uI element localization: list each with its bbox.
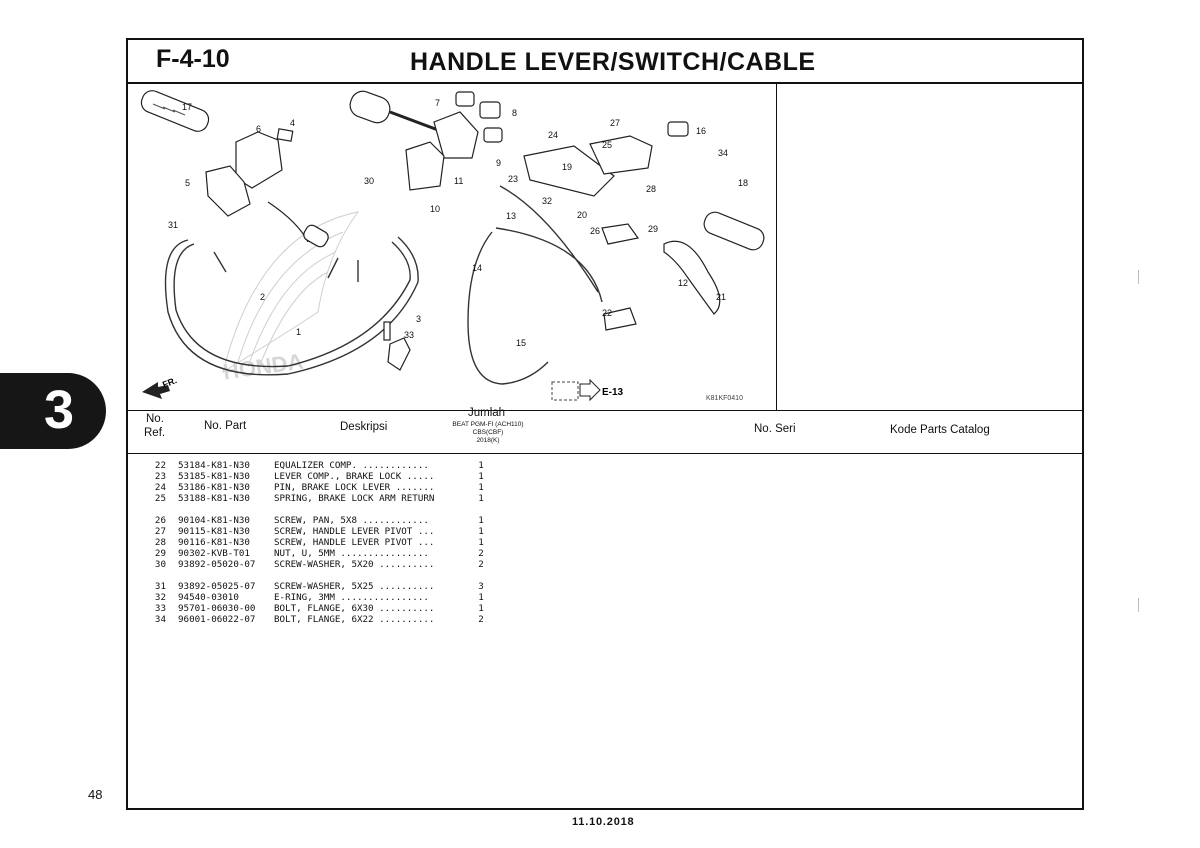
brake-cables-1-2 [164,236,419,376]
callout-10: 10 [430,204,440,214]
callout-22: 22 [602,308,612,318]
figure-code: K81KF0410 [706,395,743,402]
right-lever-assembly [523,121,765,331]
header-ref: Ref. [144,427,166,439]
section-tab: 3 [0,373,106,449]
callout-28: 28 [646,184,656,194]
header-model-1: BEAT PGM-FI (ACH110) [452,421,524,428]
left-switch-housing [205,128,329,248]
callout-15: 15 [516,338,526,348]
page-title: HANDLE LEVER/SWITCH/CABLE [410,48,816,76]
callout-20: 20 [577,210,587,220]
callout-3: 3 [416,314,421,324]
e13-reference: E-13 [551,378,624,402]
catalog-page-frame: F-4-10 HANDLE LEVER/SWITCH/CABLE HONDA [126,38,1084,810]
header-no-part: No. Part [204,420,247,432]
title-bar: F-4-10 HANDLE LEVER/SWITCH/CABLE [128,40,1082,84]
callout-4: 4 [290,118,295,128]
fr-label: FR. [161,375,178,390]
front-direction-arrow: FR. [142,375,178,399]
callout-5: 5 [185,178,190,188]
brake-cables-13-14 [467,185,603,385]
callout-11: 11 [454,176,463,186]
callout-1: 1 [296,327,301,337]
diagram-svg: HONDA [140,90,765,402]
callout-29: 29 [648,224,658,234]
callout-7: 7 [435,98,440,108]
table-header: No. Ref. No. Part Deskripsi Jumlah BEAT … [128,407,1082,454]
right-switch-and-throttle [349,90,503,191]
exploded-parts-diagram: HONDA [128,82,777,410]
callout-31: 31 [168,220,178,230]
callout-18: 18 [738,178,748,188]
page-number: 48 [88,787,103,802]
callout-32: 32 [542,196,552,206]
callout-21: 21 [716,292,726,302]
header-kode-parts-catalog: Kode Parts Catalog [890,424,990,436]
callout-27: 27 [610,118,620,128]
section-code: F-4-10 [156,45,230,73]
left-grip-17 [140,90,210,132]
header-model-2: CBS(CBF) [472,429,504,436]
header-deskripsi: Deskripsi [340,421,388,433]
callout-24: 24 [548,130,558,140]
header-no-seri: No. Seri [754,423,796,435]
header-model-3: 2018(K) [476,437,500,444]
callout-2: 2 [260,292,265,302]
scan-mark [1138,270,1139,284]
callout-labels: 1 2 3 4 5 6 7 8 9 10 11 12 13 14 15 16 1… [168,98,748,348]
header-no: No. [146,413,164,425]
callout-9: 9 [496,158,501,168]
callout-34: 34 [718,148,728,158]
callout-26: 26 [590,226,600,236]
scan-mark [1138,598,1139,612]
callout-30: 30 [364,176,374,186]
cable-bracket-3 [383,321,411,371]
callout-17: 17 [182,102,192,112]
publication-date: 11.10.2018 [572,816,635,828]
callout-23: 23 [508,174,518,184]
callout-6: 6 [256,124,261,134]
header-jumlah: Jumlah [468,407,506,419]
callout-16: 16 [696,126,706,136]
callout-13: 13 [506,211,516,221]
callout-25: 25 [602,140,612,150]
callout-33: 33 [404,330,414,340]
callout-19: 19 [562,162,572,172]
section-tab-number: 3 [44,380,75,440]
e13-label: E-13 [602,387,624,398]
callout-14: 14 [472,263,482,273]
callout-8: 8 [512,108,517,118]
callout-12: 12 [678,278,688,288]
